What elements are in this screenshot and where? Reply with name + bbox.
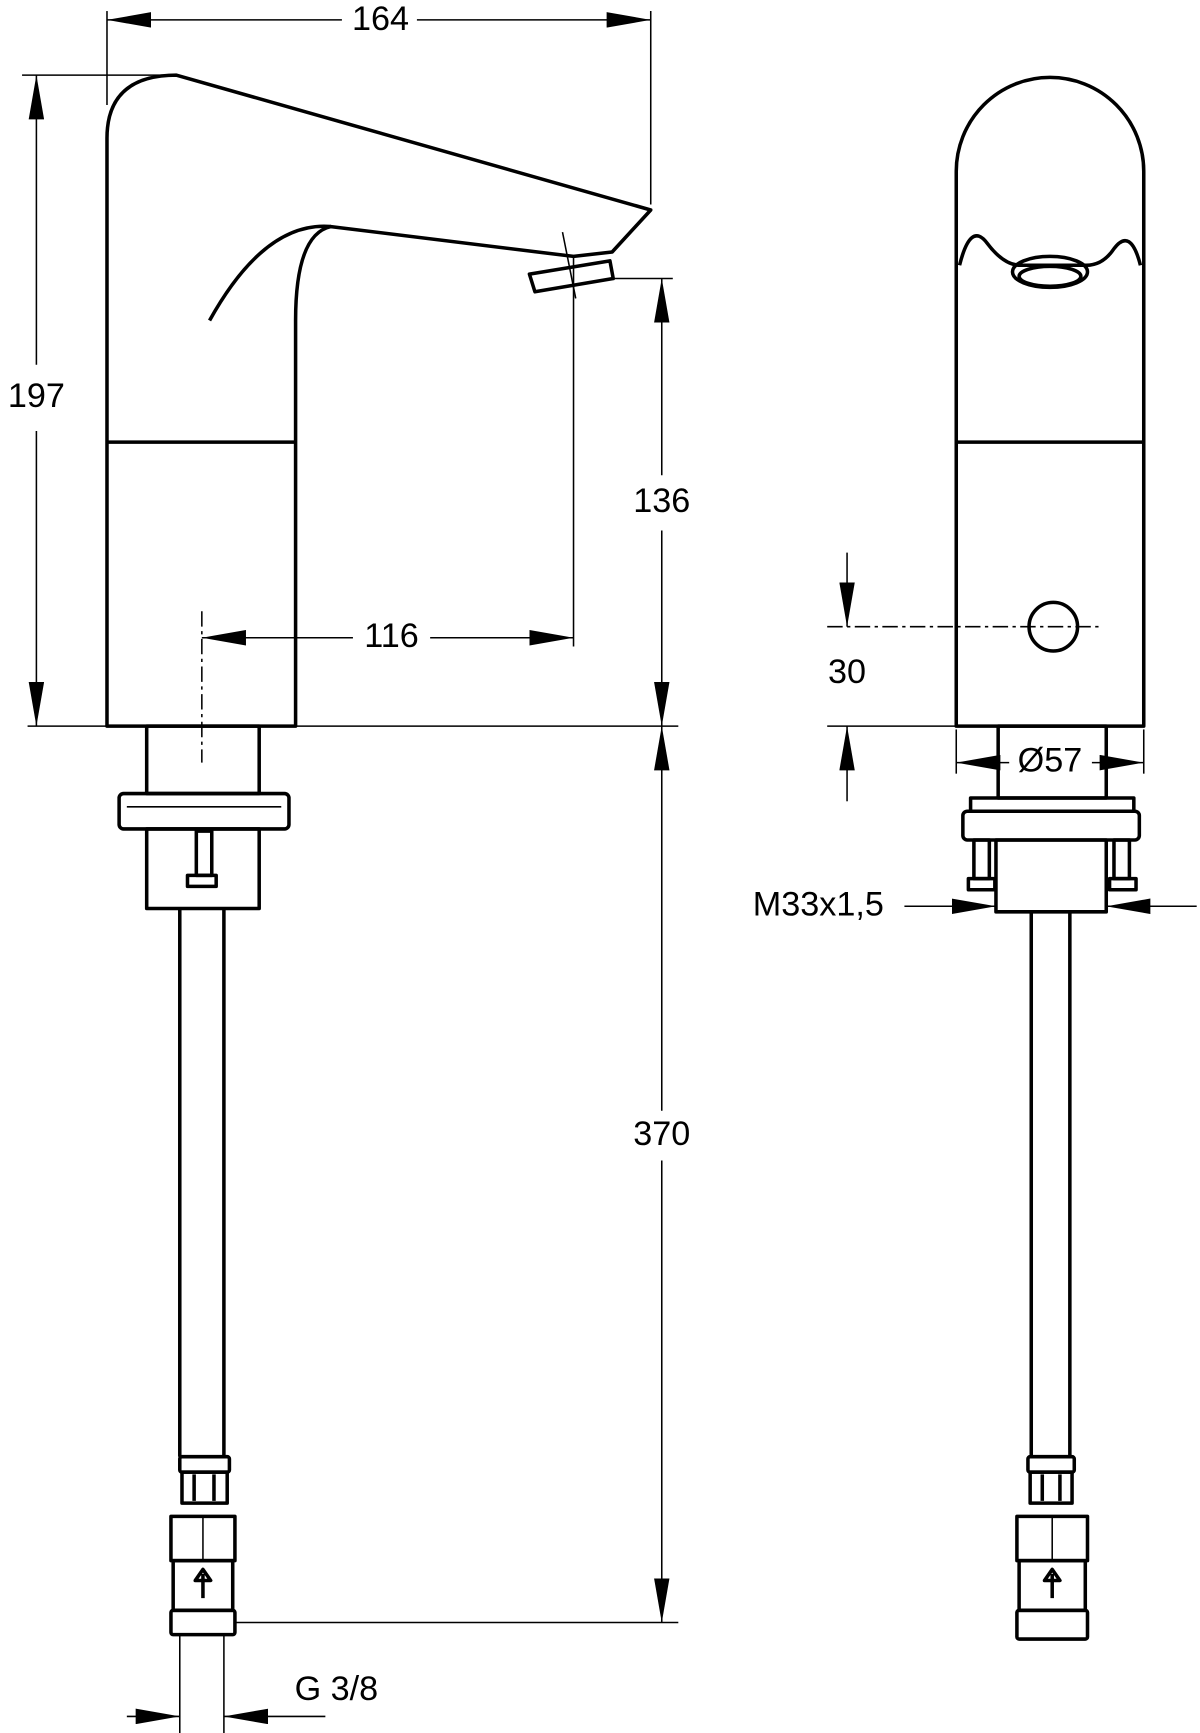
dim-mounting-thread: M33x1,5	[753, 885, 884, 923]
front-hose-connector	[1015, 1454, 1090, 1641]
faucet-body-outline	[105, 73, 653, 728]
shank-bottom	[144, 827, 261, 911]
front-view: 30 Ø57 M33x1,5	[753, 75, 1197, 1641]
front-body-outline	[954, 75, 1146, 728]
front-shank-bottom	[994, 838, 1109, 914]
side-view: 164 197 136 370 116 G 3/8	[7, 0, 691, 1733]
flow-arrow-icon	[193, 1567, 213, 1599]
front-flange	[961, 809, 1142, 842]
spout-notch	[957, 234, 1143, 268]
front-pin-left	[972, 838, 992, 881]
mounting-flange	[117, 791, 291, 831]
dim-sensor-height: 30	[828, 653, 866, 691]
dim-connection-thread: G 3/8	[295, 1670, 379, 1708]
hose-connector	[169, 1454, 237, 1733]
dim-overall-length: 164	[352, 0, 409, 38]
shank-top	[144, 724, 261, 796]
dim-spout-height: 136	[633, 482, 690, 520]
dim-hose-length: 370	[633, 1115, 690, 1153]
front-pin-right	[1112, 838, 1132, 881]
dim-overall-height: 197	[8, 377, 65, 415]
dim-base-diameter: Ø57	[1018, 742, 1083, 780]
front-flange-top	[968, 796, 1136, 814]
front-flow-arrow-icon	[1042, 1567, 1062, 1599]
spout-inner-curve	[208, 224, 332, 322]
mounting-pin	[194, 829, 214, 878]
dim-spout-reach: 116	[364, 617, 419, 655]
